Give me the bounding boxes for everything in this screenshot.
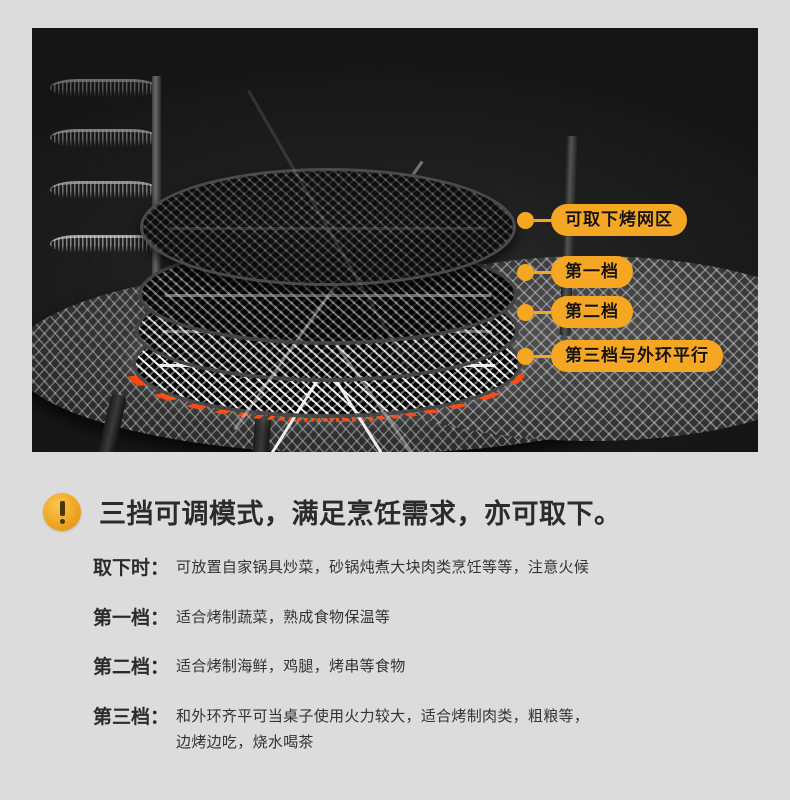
removable-grill-plate [140,89,516,368]
spec-row-gear-1: 第一档： 适合烤制蔬菜，熟成食物保温等 [93,605,790,633]
callout-gear-1: 第一档 [517,256,633,288]
spec-line: 边烤边吃，烧水喝茶 [176,733,314,751]
callout-leader-line [534,354,551,358]
callout-removable-grill-zone: 可取下烤网区 [517,204,687,236]
callout-gear-3: 第三档与外环平行 [517,340,723,372]
callout-dot-icon [517,211,534,229]
spec-label-gear-1: 第一档： [93,607,170,629]
spec-value-removed: 可放置自家锅具炒菜，砂锅炖煮大块肉类烹饪等等，注意火候 [176,555,589,581]
ghost-arc-level-1 [50,79,158,97]
spec-label-removed: 取下时： [93,558,170,579]
spec-value-gear-2: 适合烤制海鲜，鸡腿，烤串等食物 [176,654,406,680]
headline-row: 三挡可调模式，满足烹饪需求，亦可取下。 [43,492,790,531]
spec-list: 取下时： 可放置自家锅具炒菜，砂锅炖煮大块肉类烹饪等等，注意火候 第一档： 适合… [0,555,790,756]
callout-label-removable-grill-zone: 可取下烤网区 [551,204,687,236]
headline-text: 三挡可调模式，满足烹饪需求，亦可取下。 [99,499,622,529]
spec-row-removed: 取下时： 可放置自家锅具炒菜，砂锅炖煮大块肉类烹饪等等，注意火候 [93,555,790,583]
spec-line: 可放置自家锅具炒菜，砂锅炖煮大块肉类烹饪等等，注意火候 [176,559,590,576]
callout-label-gear-1: 第一档 [551,256,633,288]
spec-line: 适合烤制蔬菜，熟成食物保温等 [176,608,391,626]
callout-leader-line [534,270,551,274]
spec-row-gear-3: 第三档： 和外环齐平可当桌子使用火力较大，适合烤制肉类，粗粮等， 边烤边吃，烧水… [93,704,790,757]
exclamation-circle-icon [43,492,81,531]
callout-leader-line [534,310,551,314]
description-section: 三挡可调模式，满足烹饪需求，亦可取下。 取下时： 可放置自家锅具炒菜，砂锅炖煮大… [0,452,790,778]
callout-leader-line [534,218,551,222]
spec-label-gear-2: 第二档： [93,657,170,679]
ghost-arc-level-4 [50,235,166,253]
spec-line: 和外环齐平可当桌子使用火力较大，适合烤制肉类，粗粮等， [176,707,590,725]
grate-position-ghosts [50,73,170,273]
grate-spoke [168,227,488,230]
callout-dot-icon [517,347,534,365]
product-photo: 可取下烤网区 第一档 第二档 第三档与外环平行 [32,28,758,452]
spec-label-gear-3: 第三档： [93,706,170,728]
callout-gear-2: 第二档 [517,296,633,328]
callout-dot-icon [517,263,534,281]
ghost-arc-level-2 [50,129,158,147]
spec-value-gear-1: 适合烤制蔬菜，熟成食物保温等 [176,605,390,631]
callout-label-gear-2: 第二档 [551,296,633,328]
spec-value-gear-3: 和外环齐平可当桌子使用火力较大，适合烤制肉类，粗粮等， 边烤边吃，烧水喝茶 [176,704,589,757]
spec-row-gear-2: 第二档： 适合烤制海鲜，鸡腿，烤串等食物 [93,654,790,682]
spec-line: 适合烤制海鲜，鸡腿，烤串等食物 [176,658,406,676]
ghost-arc-level-3 [50,181,158,199]
callout-dot-icon [517,303,534,321]
support-post-left [152,76,161,306]
callout-label-gear-3: 第三档与外环平行 [551,340,723,372]
